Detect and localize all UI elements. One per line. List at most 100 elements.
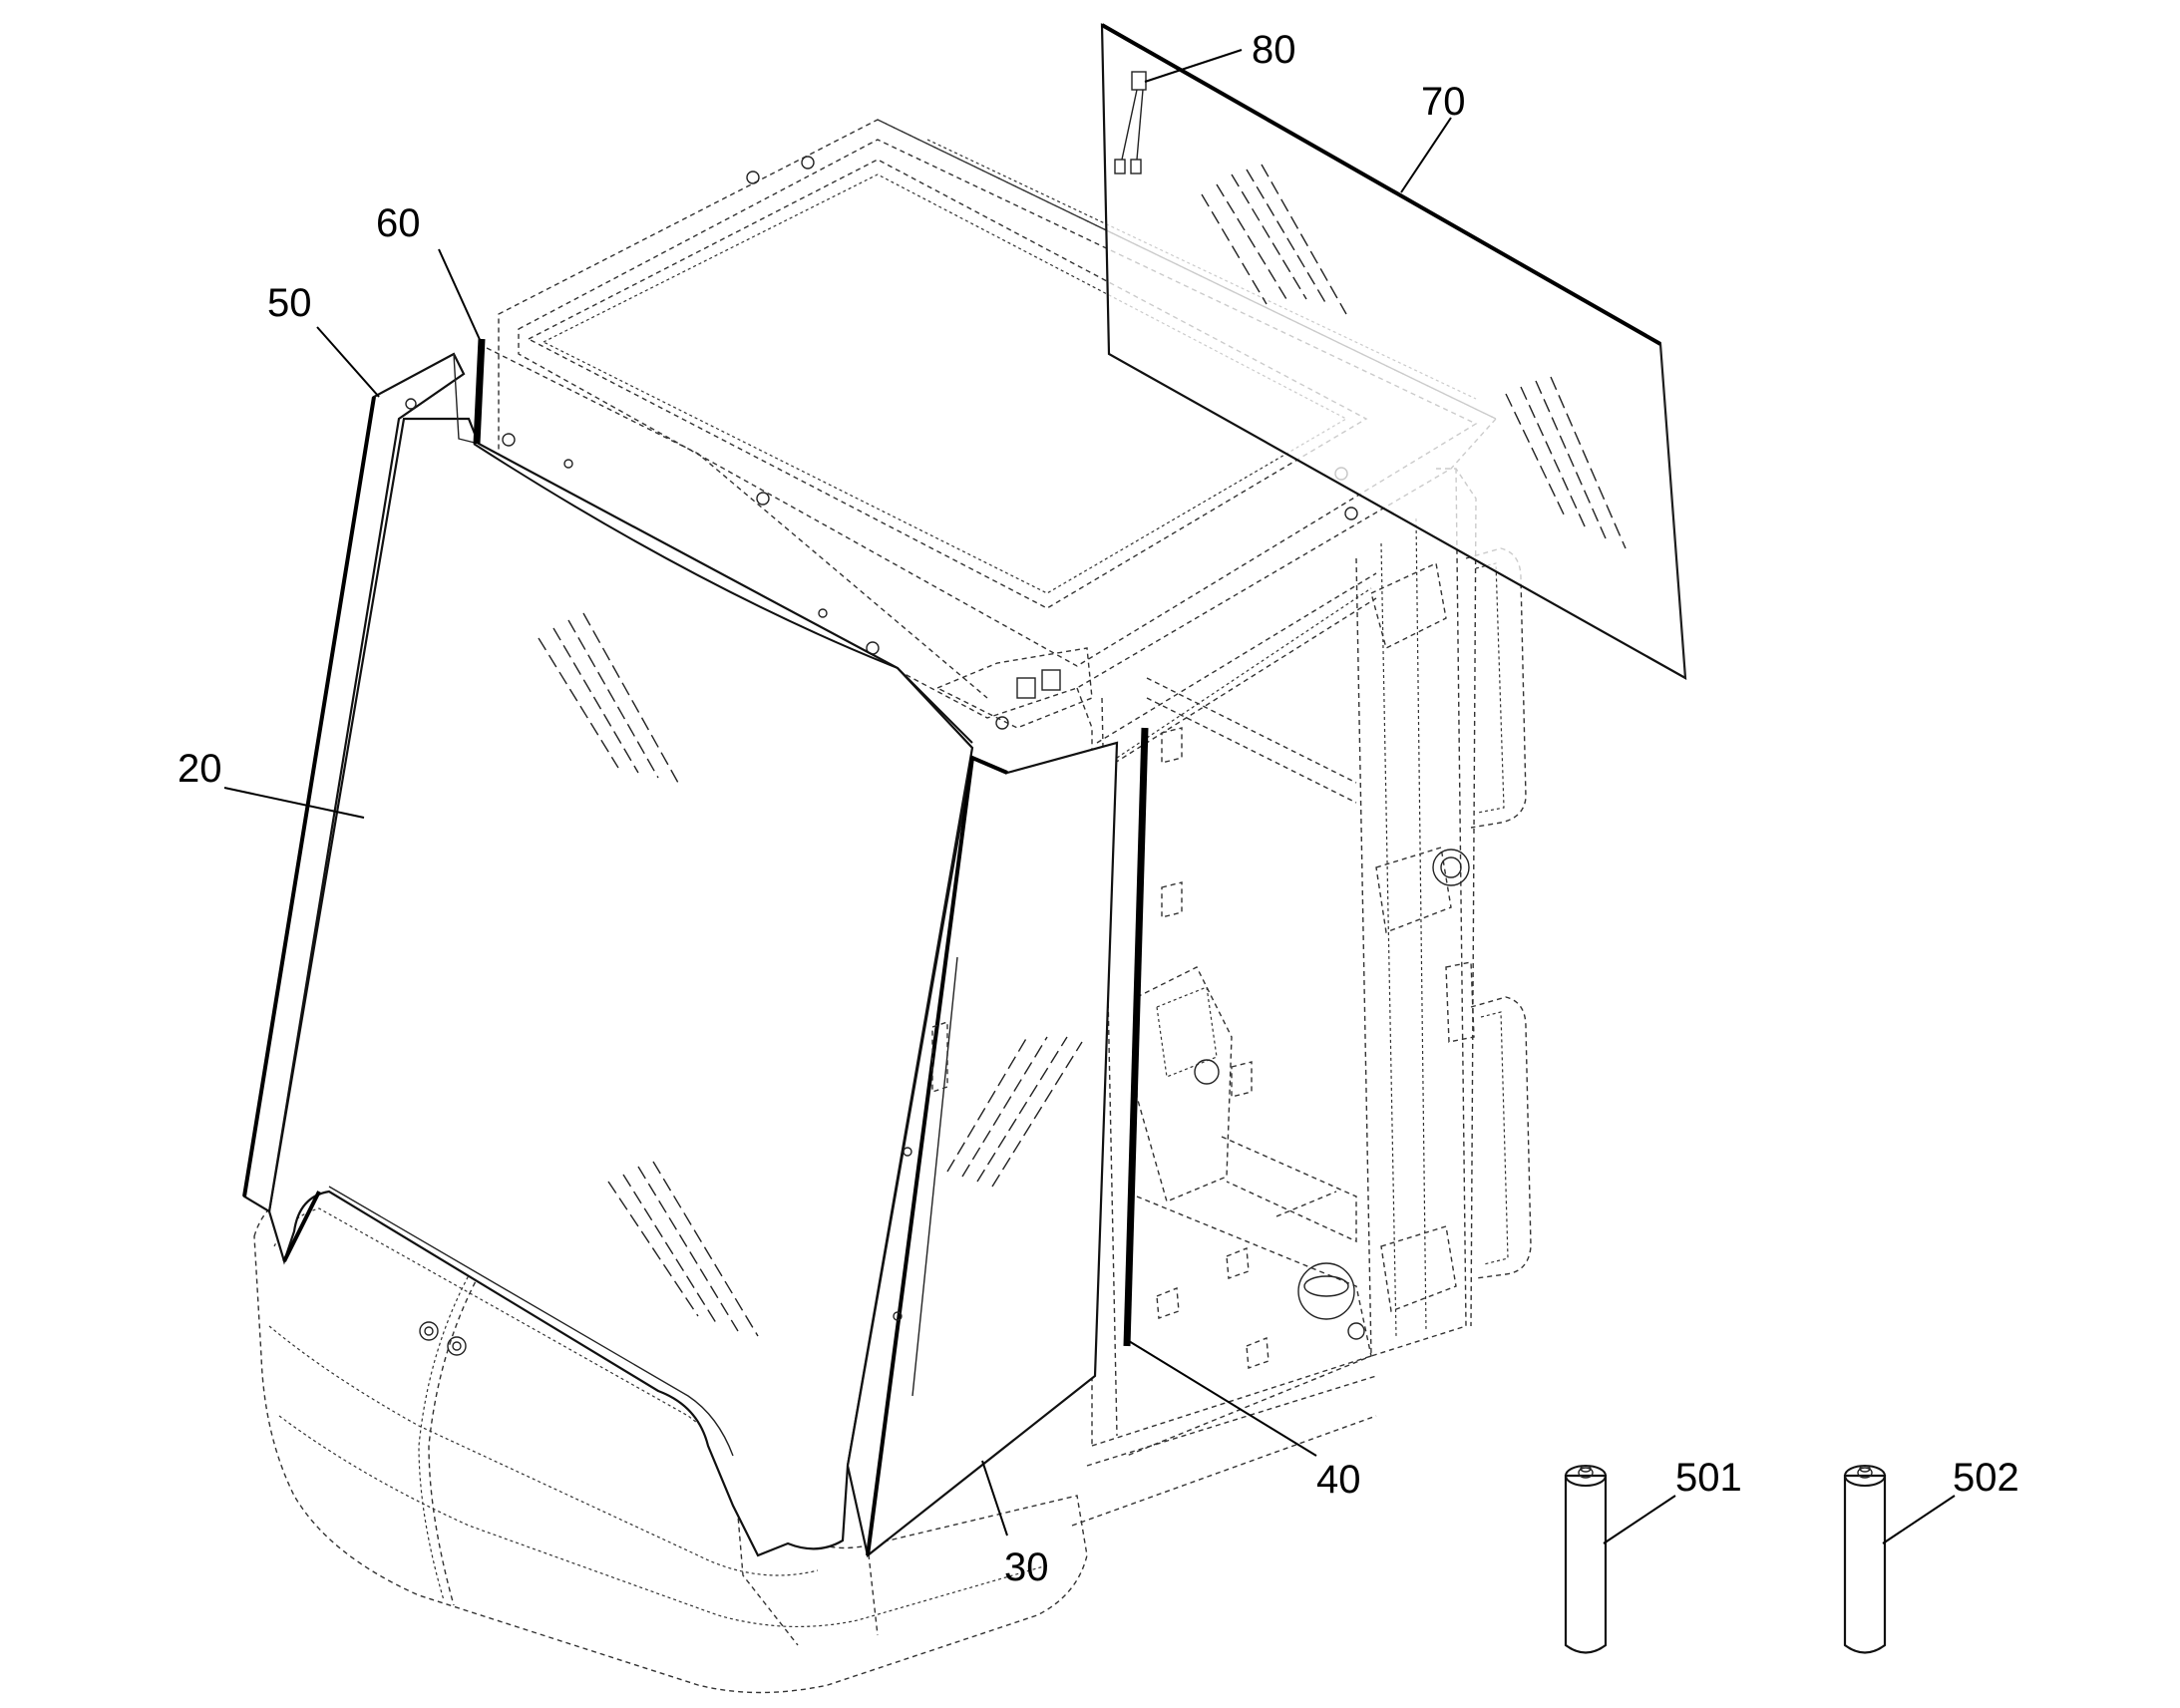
rear-post-inner-1 [1380, 542, 1397, 1337]
console-panel [1156, 986, 1218, 1078]
latch-knob-inner [1440, 856, 1462, 878]
grab-handle-lower [1470, 996, 1532, 1279]
console-knob [1194, 1059, 1220, 1085]
cable-end-2 [1130, 159, 1142, 174]
corner-slot [1016, 677, 1036, 699]
side-glass-reflection [946, 1036, 1083, 1188]
lower-bracket [1445, 961, 1475, 1043]
console-block [1136, 966, 1233, 1202]
leader-501 [1603, 1495, 1676, 1544]
bracket [1161, 727, 1183, 764]
pin-502-thread-tip [1859, 1465, 1871, 1473]
seal-60 [473, 338, 486, 445]
side-glass-30 [846, 741, 1119, 1557]
left-strip-edge [242, 396, 376, 1197]
bolt [563, 459, 573, 469]
seal-60-bar [473, 338, 486, 445]
grab-handle-upper-inner [1475, 562, 1505, 814]
side-glass-frame-line [911, 956, 958, 1397]
top-header-beam-lower [1106, 597, 1377, 769]
rear-glass-panel [1100, 23, 1687, 680]
sill-edge [1071, 1415, 1377, 1527]
leader-40 [1128, 1340, 1317, 1457]
side-glass-bolt [893, 1311, 903, 1321]
pin-502-thread [1857, 1467, 1873, 1479]
rear-glass-top-edge [1101, 23, 1661, 346]
lower-body-panel-edge-2 [867, 1544, 879, 1636]
interior-rail-2 [1146, 697, 1357, 804]
floor-rail-cross [1275, 1191, 1337, 1217]
cable-end-1 [1114, 159, 1126, 174]
floor-bracket [1246, 1336, 1270, 1369]
side-glass-front-edge [866, 755, 1008, 1556]
floor-bolt [1347, 1322, 1365, 1340]
lower-body-contour-2 [268, 1325, 819, 1576]
left-strip-top [453, 353, 480, 445]
bracket [1161, 881, 1183, 918]
ref-label-502: 502 [1953, 1456, 2019, 1500]
rear-post-edge [1436, 468, 1477, 1327]
rear-glass-70 [1100, 23, 1687, 680]
ref-label-70: 70 [1421, 80, 1466, 124]
cable-wires [1121, 89, 1144, 161]
hinge-bottom [1380, 1225, 1457, 1312]
rear-post-inner-2 [1415, 517, 1427, 1332]
corner-slot [1041, 669, 1061, 691]
leader-60 [438, 248, 483, 345]
pin-501-thread [1578, 1467, 1594, 1479]
pin-501-body [1564, 1474, 1608, 1654]
reference-numerals: 80 70 60 50 20 40 30 501 502 [178, 28, 2019, 1589]
seal-40 [1123, 727, 1149, 1347]
leader-lines [223, 49, 1956, 1544]
rear-glass-reflection-1 [1201, 164, 1347, 315]
floor-plate [1126, 1196, 1372, 1457]
top-header-detail [1116, 587, 1372, 759]
cable-80 [1114, 71, 1147, 174]
bolt [1344, 507, 1358, 520]
pin-502 [1843, 1465, 1887, 1654]
windshield-reflection-2 [607, 1161, 759, 1337]
grab-handle-lower-inner [1480, 1011, 1509, 1265]
windshield-glass [267, 417, 974, 1557]
left-strip-50 [242, 352, 480, 1213]
bolt [502, 433, 516, 447]
corner-plate [935, 647, 1093, 729]
ref-label-80: 80 [1252, 28, 1296, 72]
ref-label-501: 501 [1675, 1456, 1742, 1500]
body-bolt [419, 1321, 439, 1341]
corner-bolt [995, 716, 1009, 730]
leader-70 [1400, 117, 1452, 193]
hinge-mid [1375, 847, 1452, 933]
leader-50 [316, 326, 380, 398]
ref-label-50: 50 [267, 281, 312, 325]
bracket [1231, 1061, 1253, 1098]
ref-label-40: 40 [1316, 1458, 1361, 1502]
side-glass-bolt [903, 1147, 912, 1157]
floor-pivot-top [1303, 1275, 1349, 1297]
side-glass-bracket [931, 1021, 948, 1093]
ref-label-20: 20 [178, 747, 222, 791]
latch-knob [1432, 849, 1470, 886]
rear-glass-right-edge [1659, 343, 1686, 679]
left-strip-bolt [405, 398, 417, 410]
windshield-lower-lip [282, 1191, 321, 1262]
floor-rail [1221, 1136, 1357, 1243]
ref-label-30: 30 [1004, 1545, 1049, 1589]
lower-body-seam-2 [418, 1265, 475, 1601]
floor-pivot [1297, 1262, 1355, 1320]
hinge-top [1370, 561, 1447, 650]
windshield-reflection-1 [538, 612, 679, 784]
rear-right-post [1355, 468, 1467, 1357]
pin-502-body [1843, 1474, 1887, 1654]
floor-bracket [1156, 1286, 1180, 1319]
roof-window-inner [542, 173, 1348, 594]
floor-bracket [1226, 1246, 1250, 1279]
bolt [818, 608, 828, 618]
roof-outline [498, 119, 1498, 719]
leader-502 [1882, 1495, 1956, 1544]
roof-front-lip [478, 343, 988, 699]
leader-20 [223, 787, 365, 819]
bolt [756, 492, 770, 506]
